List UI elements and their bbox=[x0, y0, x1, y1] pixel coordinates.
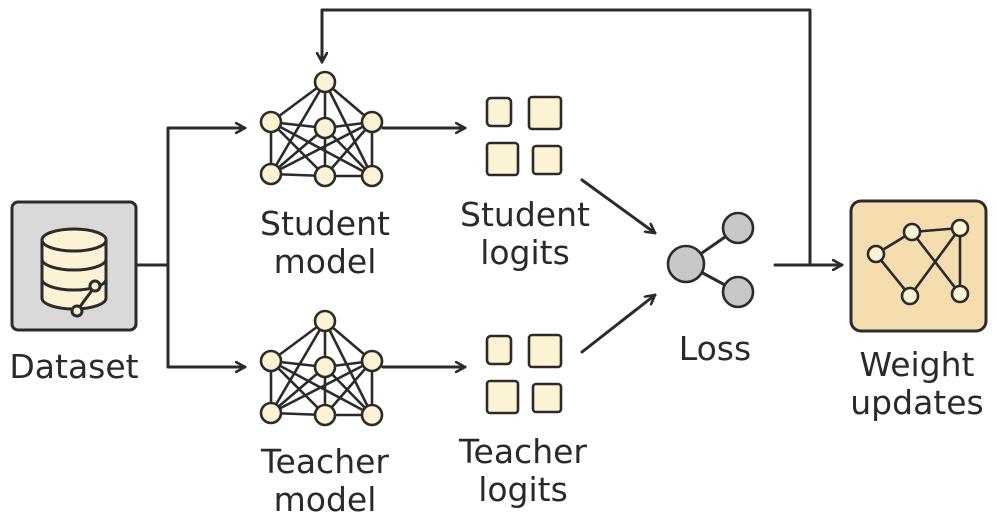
student-logits-node bbox=[485, 95, 563, 177]
teacher-model-label-line1: Teacher bbox=[260, 442, 389, 481]
student-logits-label-line2: logits bbox=[480, 233, 570, 272]
teacher-logits-label: Teacher logits bbox=[438, 433, 608, 509]
database-icon bbox=[40, 227, 108, 318]
teacher-logits-node bbox=[485, 333, 563, 415]
student-model-node bbox=[259, 70, 384, 188]
weight-updates-label: Weight updates bbox=[838, 346, 996, 422]
student-model-label-line2: model bbox=[273, 242, 377, 281]
dataset-label: Dataset bbox=[2, 348, 146, 386]
feedback-loop-arrow bbox=[322, 8, 812, 267]
teacher-model-label: Teacher model bbox=[240, 443, 410, 519]
grid-squares-icon bbox=[485, 333, 563, 415]
student-model-label-line1: Student bbox=[260, 204, 390, 243]
dataset-to-teacher-arrow bbox=[166, 263, 247, 367]
student-logits-to-loss-arrow bbox=[580, 178, 657, 235]
student-logits-label: Student logits bbox=[442, 196, 608, 272]
teacher-model-node bbox=[259, 309, 384, 427]
student-logits-label-line1: Student bbox=[460, 195, 590, 234]
loss-label-text: Loss bbox=[678, 329, 752, 368]
dataset-node bbox=[10, 200, 138, 332]
grid-squares-icon bbox=[485, 95, 563, 177]
weight-updates-node bbox=[849, 199, 988, 333]
neural-network-icon bbox=[259, 70, 384, 188]
neural-network-icon bbox=[259, 309, 384, 427]
teacher-logits-to-loss-arrow bbox=[580, 293, 657, 354]
weight-updates-label-line1: Weight bbox=[859, 345, 975, 384]
dataset-to-student-arrow bbox=[166, 128, 247, 267]
weight-updates-label-line2: updates bbox=[850, 383, 984, 422]
dataset-label-text: Dataset bbox=[9, 347, 139, 386]
student-model-label: Student model bbox=[245, 205, 405, 281]
network-graph-icon bbox=[866, 218, 970, 306]
teacher-logits-label-line2: logits bbox=[478, 470, 568, 509]
loss-node bbox=[666, 211, 755, 309]
share-nodes-icon bbox=[666, 211, 755, 309]
teacher-logits-label-line1: Teacher bbox=[458, 432, 587, 471]
teacher-model-label-line2: model bbox=[273, 480, 377, 519]
loss-label: Loss bbox=[655, 330, 775, 368]
